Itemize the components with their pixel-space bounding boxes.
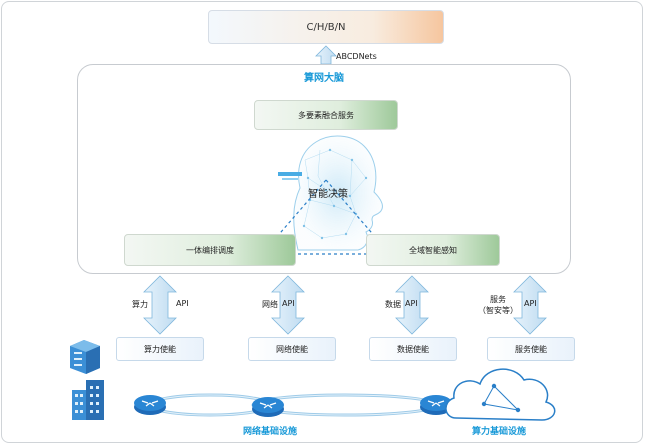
orchestration-box-label: 一体编排调度: [186, 245, 234, 255]
compute-infra-label: 算力基础设施: [472, 427, 527, 437]
perception-box: 全域智能感知: [366, 234, 500, 266]
connector-api-network: API: [282, 299, 295, 308]
connector-label-compute: 算力: [132, 300, 148, 309]
connector-api-service: API: [524, 299, 537, 308]
brain-title: 算网大脑: [304, 73, 344, 84]
server-cluster-icon: [70, 340, 100, 374]
router-icon-1: [134, 395, 166, 415]
connector-api-compute: API: [176, 299, 189, 308]
building-icon: [72, 380, 104, 420]
connector-api-data: API: [405, 299, 418, 308]
network-enable-box: 网络使能: [248, 337, 336, 361]
abcdnets-label: ABCDNets: [336, 52, 377, 61]
service-box: 多要素融合服务: [254, 100, 398, 130]
data-enable-box: 数据使能: [369, 337, 457, 361]
double-arrow-service: [513, 275, 547, 335]
router-icon-2: [252, 397, 284, 417]
router-icon-3: [420, 395, 452, 415]
connector-label-network: 网络: [262, 300, 278, 309]
connector-label-data: 数据: [385, 300, 401, 309]
compute-enable-label: 算力使能: [144, 344, 176, 354]
connector-label-service: 服务 （智安等）: [478, 295, 518, 315]
double-arrow-network: [271, 275, 305, 335]
orchestration-box: 一体编排调度: [124, 234, 296, 266]
network-infra-label: 网络基础设施: [243, 427, 298, 437]
compute-enable-box: 算力使能: [116, 337, 204, 361]
data-enable-label: 数据使能: [397, 344, 429, 354]
service-enable-label: 服务使能: [515, 344, 547, 354]
dashed-triangle: [261, 179, 391, 255]
double-arrow-data: [395, 275, 429, 335]
top-box-label: C/H/B/N: [306, 21, 346, 33]
decision-label: 智能决策: [308, 189, 348, 200]
service-enable-box: 服务使能: [487, 337, 575, 361]
triangle-graph-icon: [483, 385, 519, 411]
network-ring: [148, 393, 439, 417]
cloud-icon: [445, 368, 556, 421]
head-mesh-icon: [278, 135, 383, 251]
network-enable-label: 网络使能: [276, 344, 308, 354]
top-box: C/H/B/N: [208, 10, 444, 44]
service-box-label: 多要素融合服务: [298, 110, 354, 120]
perception-box-label: 全域智能感知: [409, 245, 457, 255]
double-arrow-compute: [143, 275, 177, 335]
